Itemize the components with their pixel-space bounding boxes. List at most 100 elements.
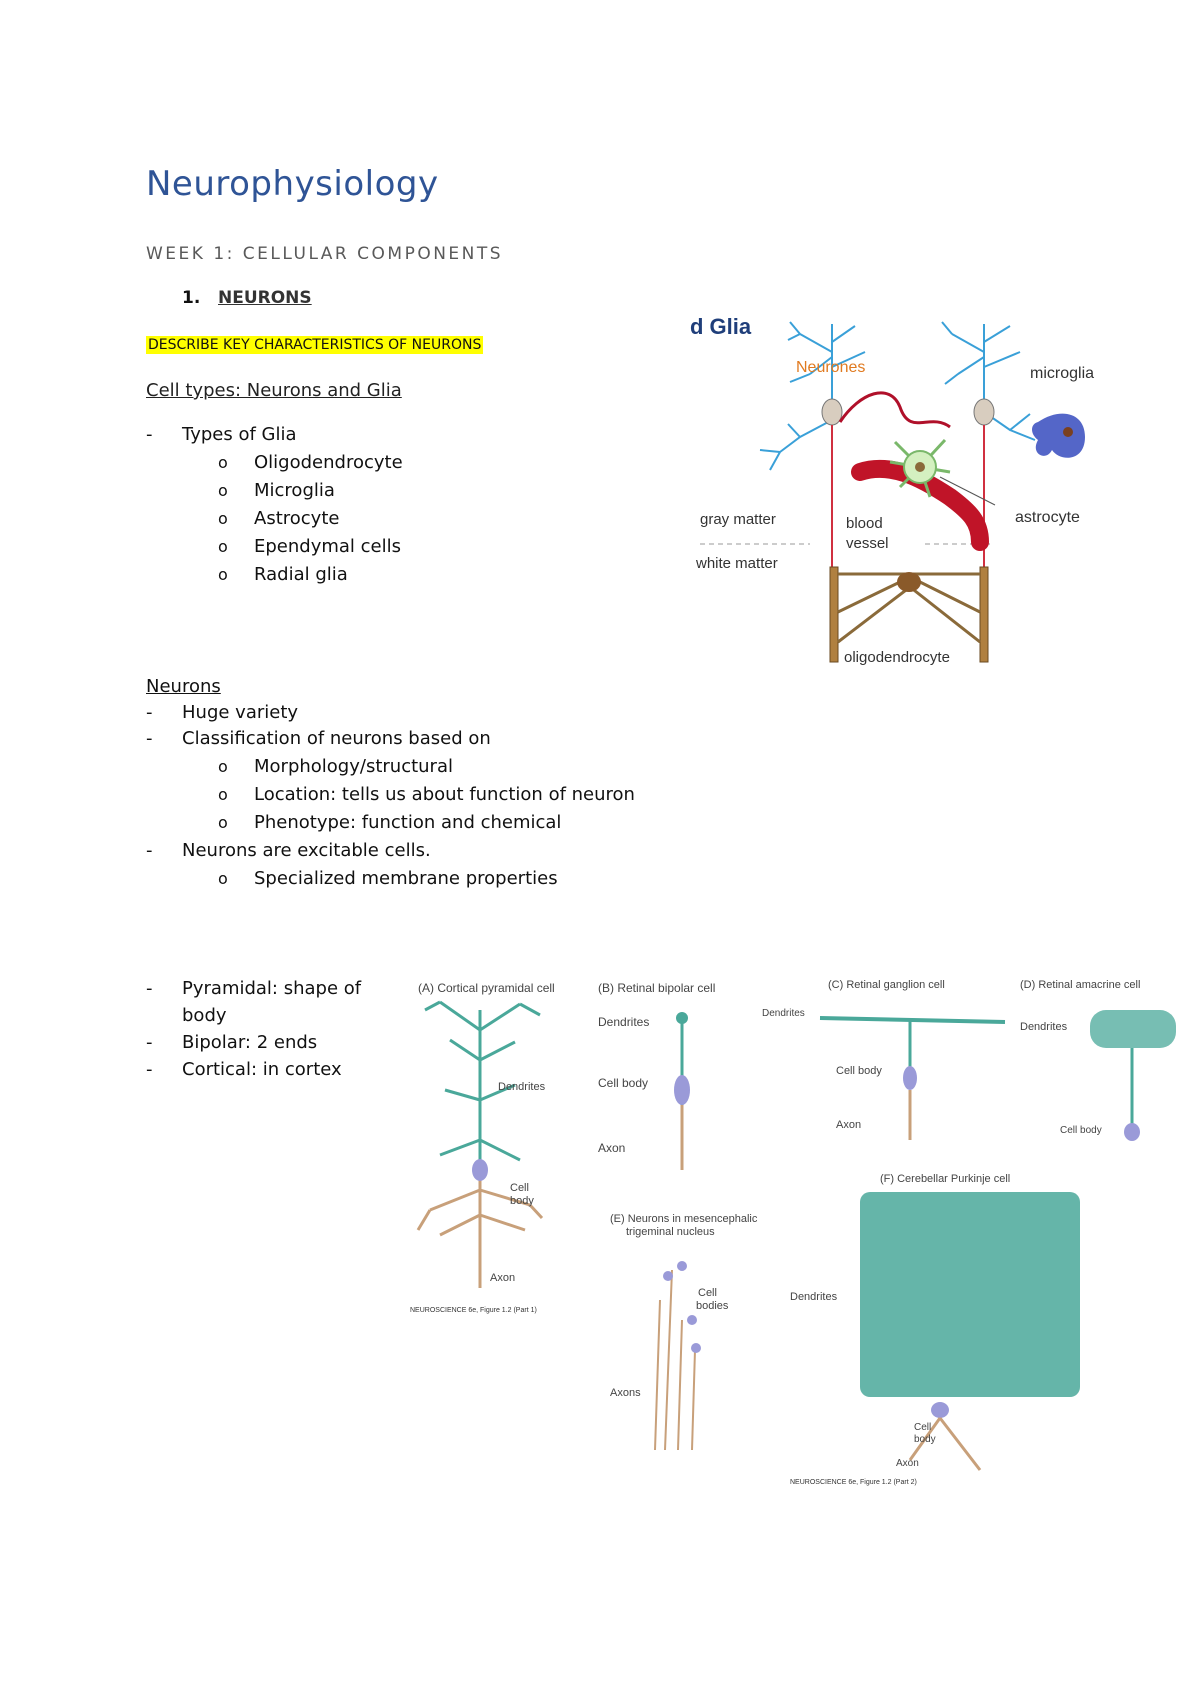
section-number: 1. — [182, 288, 201, 308]
microglia-nucleus — [1063, 427, 1073, 437]
cell-label-f: Cell — [914, 1422, 931, 1433]
glia-item: Microglia — [254, 480, 335, 501]
list-item-text: Cortical: in cortex — [182, 1059, 342, 1080]
glia-item: Astrocyte — [254, 508, 340, 529]
list-item-text: Pyramidal: shape of — [182, 978, 362, 999]
pyramidal-cell-drawing — [424, 1000, 541, 1220]
ganglion-soma — [903, 1066, 917, 1090]
amacrine-soma — [1124, 1123, 1140, 1141]
bullet-marker: o — [218, 785, 228, 804]
bipolar-title: (B) Retinal bipolar cell — [598, 981, 715, 995]
body-label-f: body — [914, 1434, 936, 1445]
dash-marker: - — [146, 1032, 153, 1053]
dash-marker: - — [146, 424, 153, 445]
astrocyte-cell — [889, 438, 951, 498]
axon-label-a: Axon — [490, 1272, 515, 1284]
section-heading: 1. NEURONS — [182, 288, 312, 308]
bullet-marker: o — [218, 565, 228, 584]
class-item: Phenotype: function and chemical — [254, 812, 562, 833]
glia-diagram: d Glia Neurones microglia astrocyte gray… — [690, 314, 1094, 666]
list-item: o Oligodendrocyte — [218, 452, 403, 473]
microglia-label: microglia — [1030, 365, 1094, 382]
purkinje-dendrite-tree — [860, 1192, 1080, 1397]
dendrites-label-b: Dendrites — [598, 1015, 649, 1029]
purkinje-soma — [931, 1402, 949, 1418]
bullet-marker: o — [218, 453, 228, 472]
mesencephalic-somata — [663, 1261, 701, 1353]
mesencephalic-title-1: (E) Neurons in mesencephalic — [610, 1213, 758, 1225]
glia-item: Ependymal cells — [254, 536, 401, 557]
dendrites-label-d: Dendrites — [1020, 1021, 1068, 1033]
oligodendrocyte-label: oligodendrocyte — [844, 649, 950, 666]
purkinje-axon — [908, 1417, 982, 1471]
dash-marker: - — [146, 702, 153, 723]
mesencephalic-title-2: trigeminal nucleus — [626, 1226, 715, 1238]
list-item: o Ependymal cells — [218, 536, 401, 557]
list-item: - Pyramidal: shape of — [146, 978, 361, 999]
list-item-text: Specialized membrane properties — [254, 868, 558, 889]
ganglion-title: (C) Retinal ganglion cell — [828, 979, 945, 991]
cell-body-label-d: Cell body — [1060, 1125, 1102, 1136]
amacrine-title: (D) Retinal amacrine cell — [1020, 979, 1140, 991]
axon-label-c: Axon — [836, 1119, 861, 1131]
pyramidal-soma — [472, 1159, 488, 1181]
dash-marker: - — [146, 978, 153, 999]
list-item-text: Huge variety — [182, 702, 299, 723]
axon-curve — [838, 391, 951, 429]
neurones-label: Neurones — [796, 359, 865, 376]
list-item-text: Classification of neurons based on — [182, 728, 491, 749]
list-item: -Types of Glia — [146, 424, 297, 445]
white-matter-label: white matter — [695, 555, 778, 572]
bullet-marker: o — [218, 509, 228, 528]
axons-label-e: Axons — [610, 1387, 641, 1399]
mesencephalic-axons — [654, 1269, 696, 1451]
list-item: - Cortical: in cortex — [146, 1059, 342, 1080]
list-item: o Microglia — [218, 480, 335, 501]
cell-types-heading: Cell types: Neurons and Glia — [146, 380, 402, 401]
astrocyte-label: astrocyte — [1015, 509, 1080, 526]
bullet-marker: o — [218, 537, 228, 556]
list-item-continuation: body — [182, 1005, 227, 1026]
glia-item: Oligodendrocyte — [254, 452, 403, 473]
blood-label: blood — [846, 515, 883, 532]
list-item: o Radial glia — [218, 564, 348, 585]
dash-marker: - — [146, 840, 153, 861]
section-title: NEURONS — [218, 288, 312, 308]
list-item: - Neurons are excitable cells. — [146, 840, 431, 861]
microglia-cell — [1032, 413, 1085, 458]
bipolar-tuft — [676, 1012, 688, 1024]
ganglion-dendrites — [819, 1016, 1006, 1024]
figure-credit-a: NEUROSCIENCE 6e, Figure 1.2 (Part 1) — [410, 1307, 537, 1314]
list-item: o Specialized membrane properties — [218, 868, 558, 889]
dendrites-label-f: Dendrites — [790, 1291, 838, 1303]
amacrine-dendrites — [1090, 1010, 1176, 1048]
pyramidal-title: (A) Cortical pyramidal cell — [418, 981, 555, 995]
glia-item: Radial glia — [254, 564, 348, 585]
body-label-a: body — [510, 1195, 534, 1207]
list-item: o Astrocyte — [218, 508, 339, 529]
neuron-types-figure: (A) Cortical pyramidal cell Dendrites Ce… — [410, 979, 1176, 1486]
list-item: -Bipolar: 2 ends — [146, 1032, 317, 1053]
highlighted-objective: DESCRIBE KEY CHARACTERISTICS OF NEURONS — [146, 336, 484, 354]
class-item: Morphology/structural — [254, 756, 453, 777]
blood-vessel-shape — [851, 459, 989, 551]
dendrites-label-c: Dendrites — [762, 1008, 805, 1019]
list-item: - Huge variety — [146, 702, 298, 723]
bullet-marker: o — [218, 869, 228, 888]
bullet-marker: o — [218, 757, 228, 776]
gray-matter-label: gray matter — [700, 511, 776, 528]
figure-credit-f: NEUROSCIENCE 6e, Figure 1.2 (Part 2) — [790, 1479, 917, 1486]
purkinje-title: (F) Cerebellar Purkinje cell — [880, 1173, 1010, 1185]
pyramidal-axon-drawing — [416, 1170, 544, 1288]
cell-label-a: Cell — [510, 1182, 529, 1194]
neurons-heading: Neurons — [146, 676, 221, 697]
dendrites-label-a: Dendrites — [498, 1081, 546, 1093]
bullet-marker: o — [218, 481, 228, 500]
vessel-label: vessel — [846, 535, 889, 552]
oligodendrocyte-cell — [829, 566, 989, 663]
dash-marker: - — [146, 1059, 153, 1080]
page-title: Neurophysiology — [146, 164, 439, 204]
list-item-text: Neurons are excitable cells. — [182, 840, 431, 861]
